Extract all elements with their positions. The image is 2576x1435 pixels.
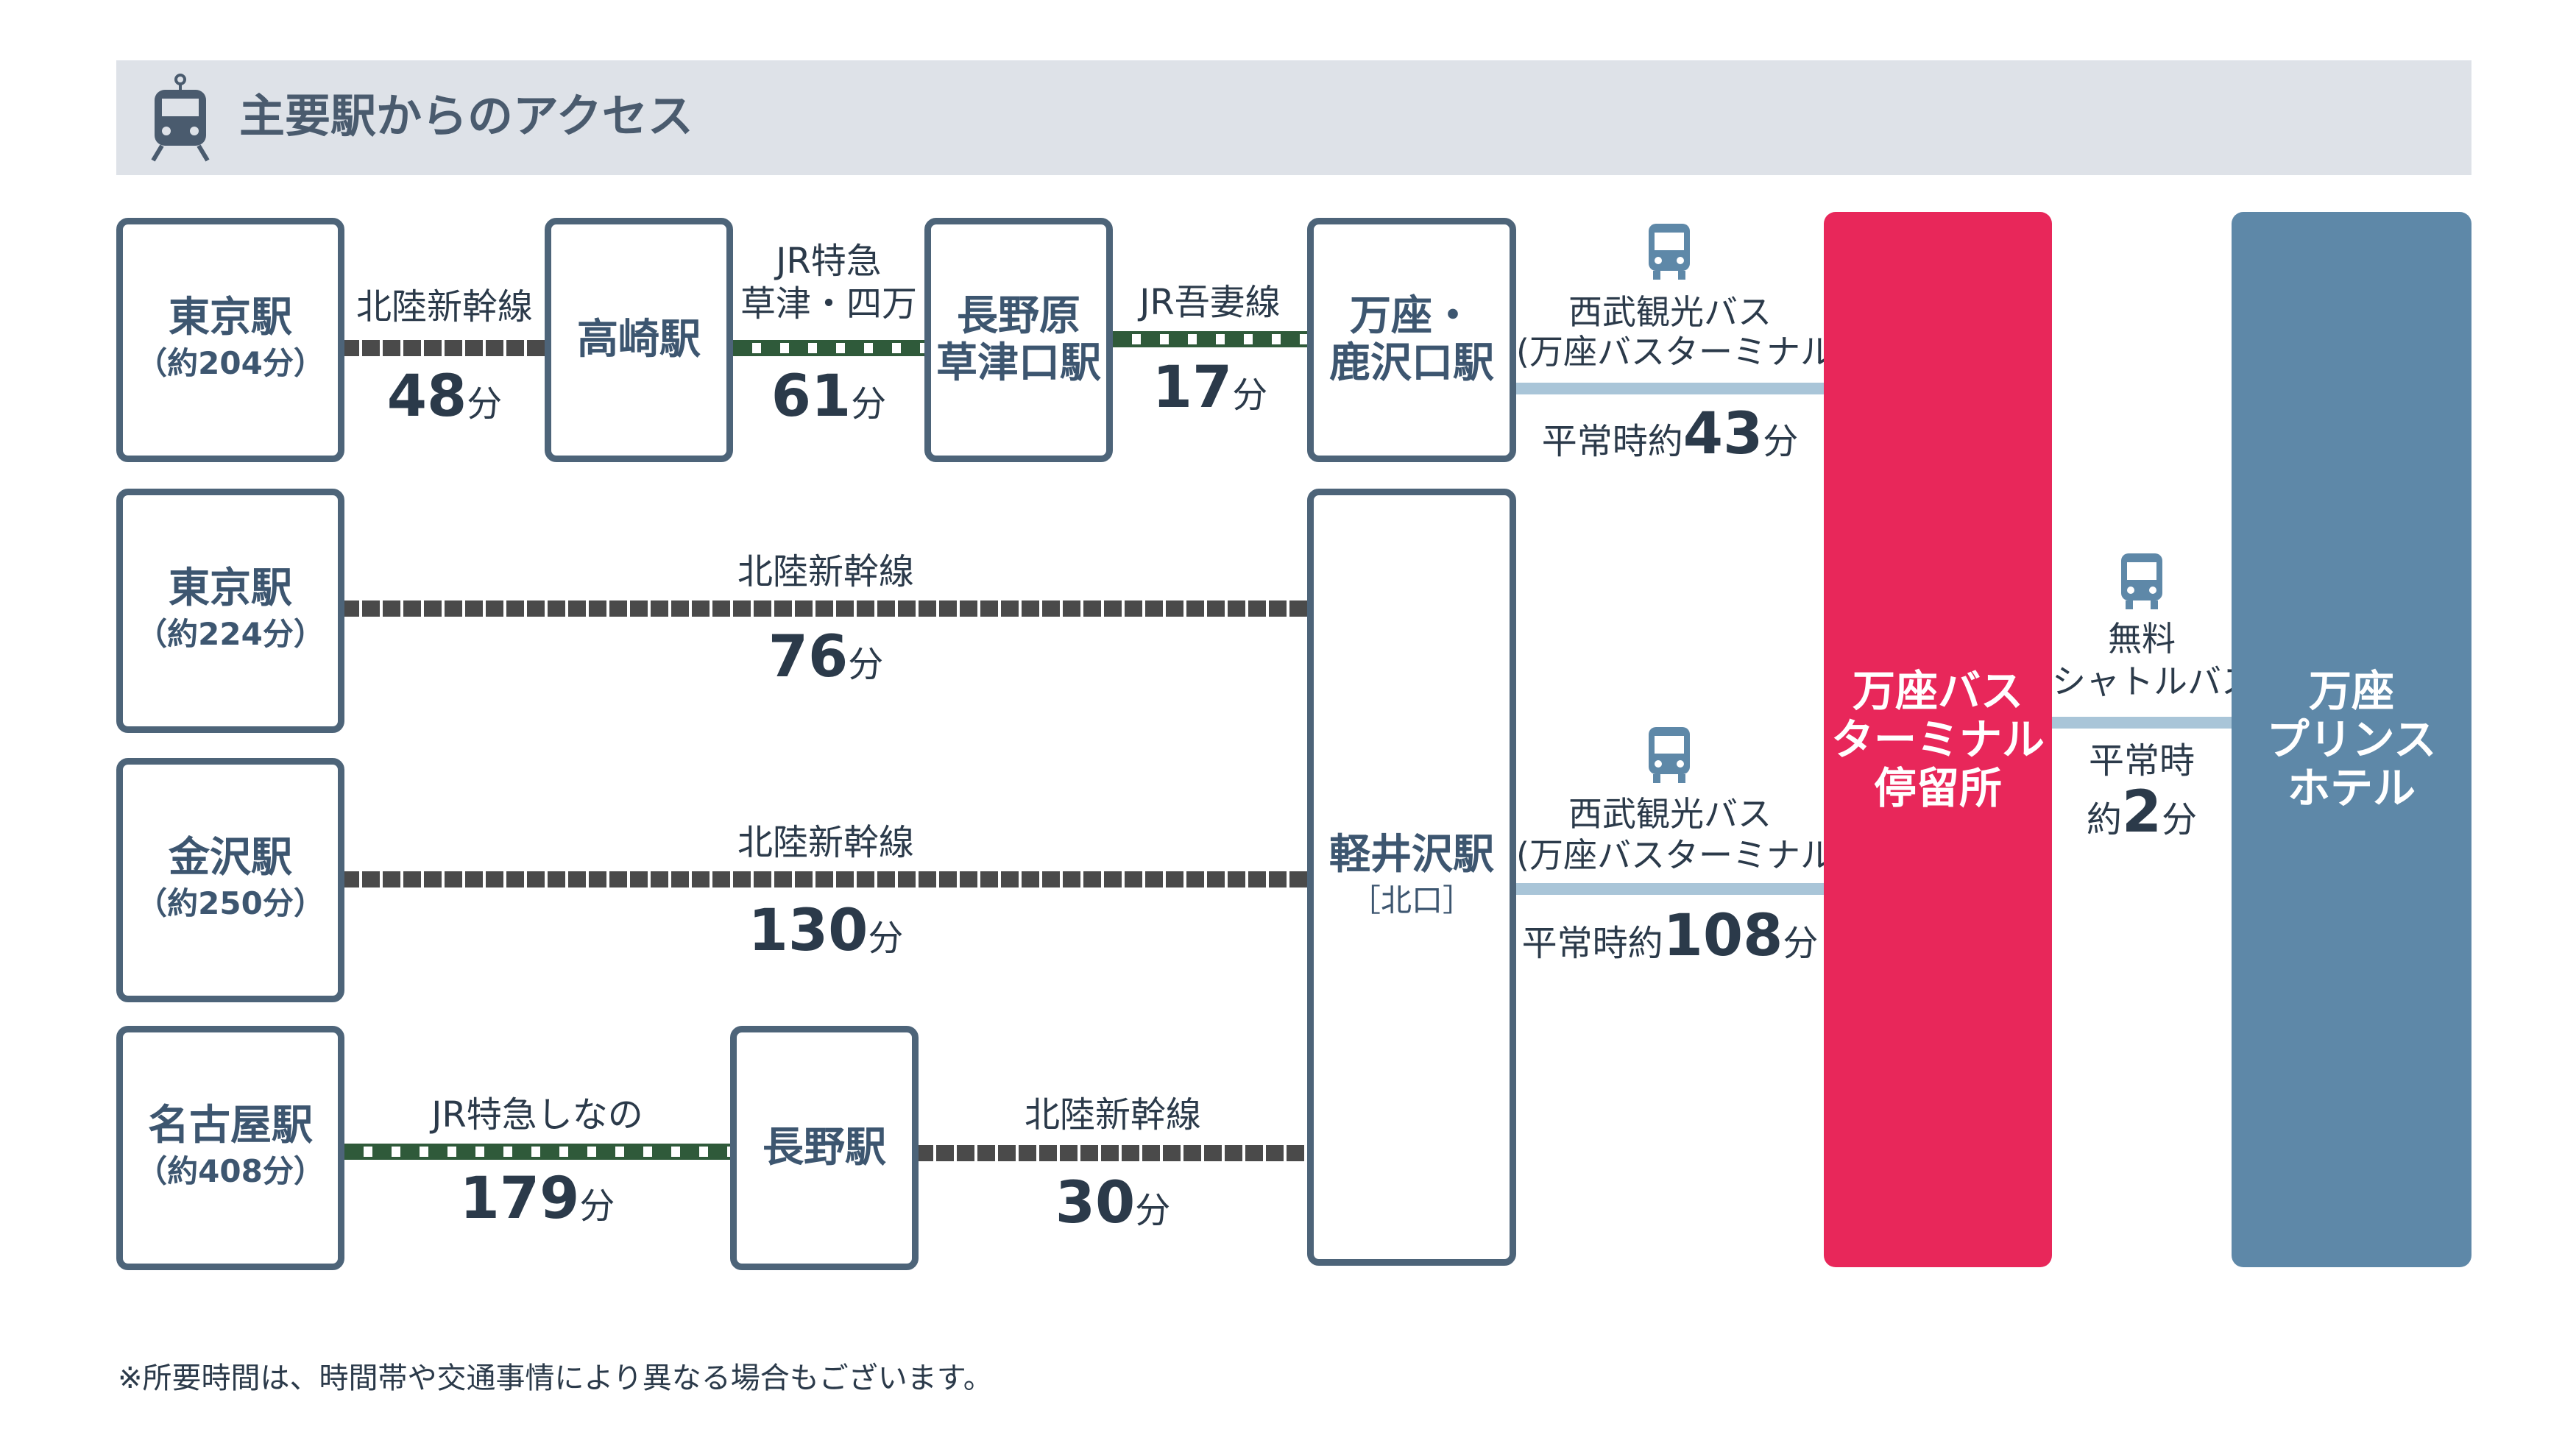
- station-total-time: （約224分）: [136, 616, 325, 652]
- line-label: 北陸新幹線: [737, 551, 914, 592]
- line-label: JR吾妻線: [1139, 282, 1281, 323]
- line-label: 北陸新幹線: [1024, 1094, 1201, 1135]
- shuttle-fee: 無料: [2108, 619, 2176, 659]
- station-karuizawa: 軽井沢駅 ［北口］: [1307, 489, 1516, 1266]
- header-bar: [116, 60, 2471, 175]
- line-label: 北陸新幹線: [355, 286, 533, 327]
- travel-time-unit: 分: [868, 918, 904, 959]
- bus-time: 平常時約43分: [1516, 405, 1824, 471]
- shuttle-route-line: [2052, 717, 2232, 729]
- travel-time: 179分: [344, 1166, 730, 1239]
- travel-time: 48分: [344, 364, 545, 437]
- bus-route-line: [1516, 383, 1824, 394]
- bus-destination: (万座バスターミナル行): [1516, 835, 1881, 875]
- travel-time-unit: 分: [848, 644, 884, 685]
- station-naganohara-kusatsuguchi: 長野原 草津口駅: [924, 218, 1113, 462]
- track-shinkansen: [344, 340, 545, 356]
- bus-operator: 西武観光バス: [1568, 794, 1772, 834]
- hotel-name: 万座 プリンス ホテル: [2266, 666, 2437, 813]
- shuttle-label: シャトルバス: [2052, 662, 2255, 701]
- travel-time-unit: 分: [851, 383, 887, 425]
- station-nagoya: 名古屋駅 （約408分）: [116, 1026, 344, 1270]
- travel-time-value: 17: [1152, 355, 1233, 421]
- travel-time: 76分: [344, 624, 1307, 698]
- bus-operator: 西武観光バス: [1568, 292, 1772, 332]
- page-title: 主要駅からのアクセス: [239, 89, 693, 143]
- bus-icon: [1649, 224, 1690, 280]
- travel-time: 17分: [1113, 355, 1307, 428]
- shuttle-time-prefix2: 約: [2086, 799, 2122, 840]
- travel-time-value: 76: [768, 624, 849, 690]
- station-name: 長野原 草津口駅: [936, 292, 1101, 387]
- station-total-time: （約408分）: [136, 1153, 325, 1189]
- line-label: 北陸新幹線: [737, 822, 914, 863]
- track-limited-express: [1113, 331, 1307, 347]
- shuttle-time-unit: 分: [2162, 799, 2198, 840]
- bus-icon: [2121, 553, 2162, 609]
- station-exit: ［北口］: [1349, 882, 1473, 918]
- station-name: 東京駅: [169, 294, 292, 341]
- station-total-time: （約250分）: [136, 885, 325, 921]
- travel-time-unit: 分: [1135, 1190, 1171, 1231]
- station-name: 高崎駅: [577, 316, 701, 364]
- bus-icon: [1649, 727, 1690, 783]
- terminal-name: 万座バス ターミナル 停留所: [1830, 666, 2045, 813]
- station-takasaki: 高崎駅: [545, 218, 733, 462]
- bus-destination: (万座バスターミナル行): [1516, 332, 1881, 372]
- hotel-destination: 万座 プリンス ホテル: [2232, 212, 2471, 1267]
- station-name: 長野駅: [762, 1124, 886, 1172]
- track-shinkansen: [344, 600, 1307, 617]
- travel-time-value: 179: [459, 1166, 580, 1232]
- station-name: 東京駅: [169, 564, 292, 612]
- station-kanazawa: 金沢駅 （約250分）: [116, 758, 344, 1002]
- bus-time-unit: 分: [1783, 923, 1819, 964]
- travel-time-unit: 分: [579, 1186, 615, 1227]
- station-name: 名古屋駅: [148, 1102, 313, 1149]
- station-nagano: 長野駅: [730, 1026, 919, 1270]
- shuttle-time-value: 2: [2121, 779, 2162, 846]
- bus-time-value: 43: [1682, 401, 1763, 467]
- station-tokyo-1: 東京駅 （約204分）: [116, 218, 344, 462]
- bus-time-prefix: 平常時約: [1521, 923, 1663, 964]
- line-label: JR特急 草津・四万: [740, 241, 917, 325]
- track-shinkansen: [344, 871, 1307, 887]
- travel-time-value: 130: [748, 898, 868, 964]
- travel-time: 61分: [733, 364, 924, 437]
- travel-time: 130分: [344, 898, 1307, 971]
- station-name: 万座・ 鹿沢口駅: [1329, 292, 1494, 387]
- bus-time: 平常時約108分: [1516, 907, 1824, 973]
- station-tokyo-2: 東京駅 （約224分）: [116, 489, 344, 733]
- station-name: 金沢駅: [169, 834, 292, 882]
- station-total-time: （約204分）: [136, 345, 325, 381]
- shuttle-time-prefix: 平常時: [2088, 740, 2195, 782]
- train-icon: [151, 74, 210, 162]
- line-label: JR特急しなの: [431, 1094, 643, 1135]
- bus-terminal-stop: 万座バス ターミナル 停留所: [1824, 212, 2052, 1267]
- travel-time-value: 61: [771, 364, 852, 430]
- footnote: ※所要時間は、時間帯や交通事情により異なる場合もございます。: [118, 1361, 993, 1395]
- track-limited-express: [733, 340, 924, 356]
- shuttle-time: 約2分: [2052, 783, 2232, 849]
- travel-time-unit: 分: [1232, 375, 1268, 416]
- travel-time-unit: 分: [467, 383, 503, 425]
- travel-time-value: 48: [386, 364, 467, 430]
- bus-time-value: 108: [1663, 903, 1783, 969]
- station-manza-kazawaguchi: 万座・ 鹿沢口駅: [1307, 218, 1516, 462]
- bus-time-prefix: 平常時約: [1541, 421, 1683, 462]
- bus-route-line: [1516, 883, 1824, 895]
- track-shinkansen: [919, 1145, 1307, 1161]
- bus-time-unit: 分: [1763, 421, 1799, 462]
- station-name: 軽井沢駅: [1329, 831, 1494, 879]
- travel-time: 30分: [919, 1170, 1307, 1244]
- travel-time-value: 30: [1055, 1170, 1136, 1236]
- track-limited-express: [344, 1144, 730, 1160]
